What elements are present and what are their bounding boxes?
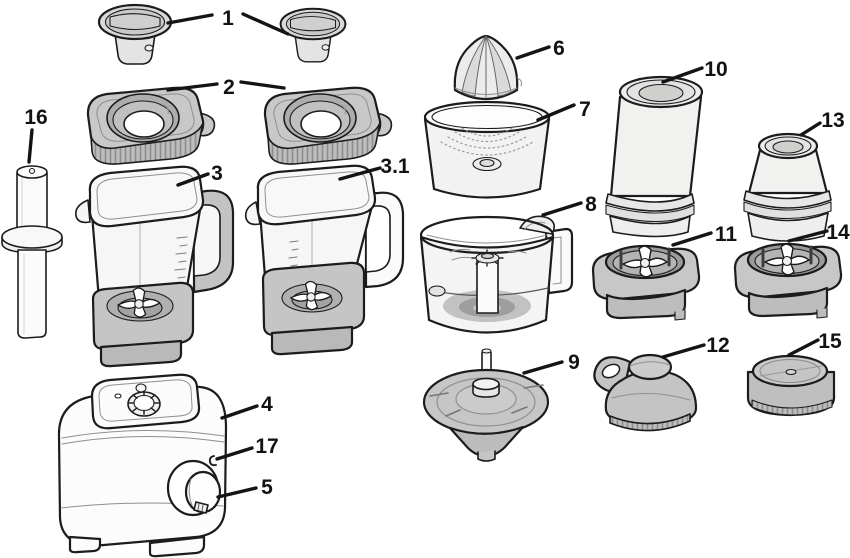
part-label-2: 2 <box>223 76 235 99</box>
part-labels: 1 2 3 3.1 4 5 6 7 8 9 10 11 12 13 14 15 … <box>24 7 850 499</box>
part-label-15: 15 <box>818 330 842 353</box>
part-tamper <box>1 165 63 339</box>
part-tall-blending-cup <box>605 75 704 238</box>
leader-lines <box>27 12 829 499</box>
part-label-17: 17 <box>255 435 278 458</box>
part-small-blending-cup <box>743 132 832 242</box>
part-slicing-disc <box>422 348 550 462</box>
strainer-holes <box>440 127 534 156</box>
part-label-10: 10 <box>704 58 727 81</box>
part-blender-jar-variant <box>244 164 405 356</box>
part-label-3: 3 <box>211 162 223 185</box>
part-cup-blade-assembly-small <box>735 244 841 318</box>
part-citrus-juicer-cone <box>453 34 522 101</box>
part-cup-storage-lid <box>746 354 836 417</box>
part-indicator-light <box>208 455 217 467</box>
part-label-14: 14 <box>826 221 850 244</box>
part-cup-blade-assembly <box>593 246 699 320</box>
part-label-16: 16 <box>24 106 47 129</box>
drive-coupling <box>114 383 161 417</box>
part-label-9: 9 <box>568 351 580 374</box>
part-label-6: 6 <box>553 37 565 60</box>
part-jar-lid-collar-right <box>263 86 393 166</box>
part-lid-plug-cap-right <box>279 7 347 63</box>
part-label-8: 8 <box>585 193 597 216</box>
part-label-11: 11 <box>715 223 738 246</box>
part-control-dial <box>166 459 222 517</box>
part-label-7: 7 <box>579 98 591 121</box>
part-motor-base <box>57 373 228 558</box>
part-citrus-juicer-strainer <box>423 100 551 199</box>
part-label-13: 13 <box>821 109 844 132</box>
part-food-processor-bowl <box>419 215 574 334</box>
part-label-3-1: 3.1 <box>380 155 410 178</box>
part-lid-plug-cap-left <box>97 3 173 66</box>
part-label-12: 12 <box>706 334 729 357</box>
part-blender-jar <box>74 165 235 368</box>
part-label-5: 5 <box>261 476 273 499</box>
part-label-4: 4 <box>261 393 273 416</box>
bowl-center-column <box>471 249 504 314</box>
part-label-1: 1 <box>222 7 234 30</box>
part-jar-lid-collar-left <box>86 86 216 166</box>
part-to-go-spout-lid <box>593 353 698 432</box>
